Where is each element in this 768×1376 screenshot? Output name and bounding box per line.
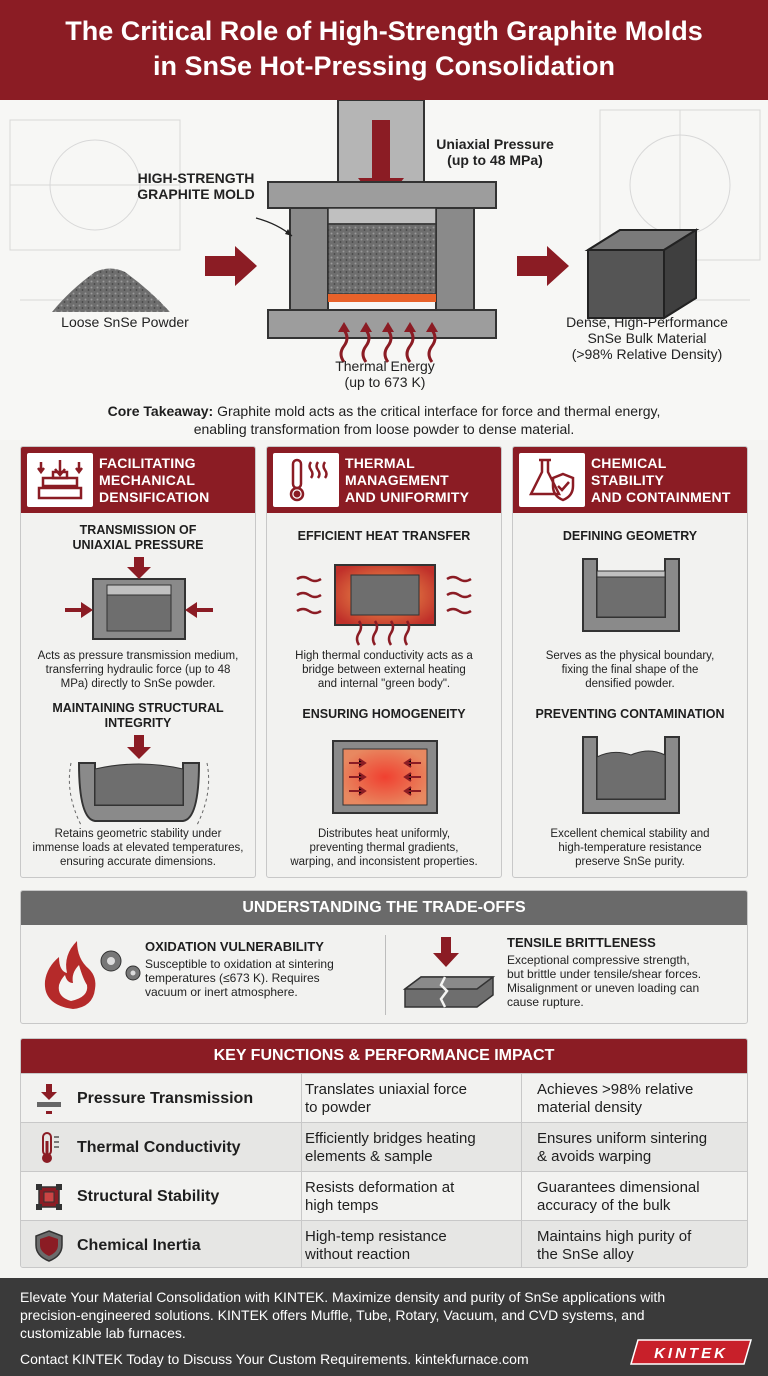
press-icon bbox=[27, 453, 93, 507]
table-row: Pressure Transmission Translates uniaxia… bbox=[21, 1073, 747, 1122]
powder-label: Loose SnSe Powder bbox=[61, 314, 189, 330]
heat-transfer-illustration bbox=[296, 564, 472, 646]
pressure-icon bbox=[21, 1083, 77, 1114]
mold-base-plate bbox=[267, 309, 497, 339]
hot-press-diagram: Uniaxial Pressure(up to 48 MPa) HIGH-STR… bbox=[0, 100, 768, 440]
section-title: PREVENTING CONTAMINATION bbox=[535, 707, 725, 721]
title-line-2: in SnSe Hot-Pressing Consolidation bbox=[152, 51, 616, 81]
section-title: EFFICIENT HEAT TRANSFER bbox=[297, 529, 471, 543]
pressure-transmission-illustration bbox=[65, 557, 213, 640]
thermal-label: Thermal Energy(up to 673 K) bbox=[335, 358, 435, 390]
oxidation-title: OXIDATION VULNERABILITY bbox=[145, 939, 324, 954]
dense-bulk-cube bbox=[584, 228, 700, 320]
contamination-illustration bbox=[582, 736, 680, 814]
column-divider bbox=[521, 1073, 522, 1267]
tradeoffs-divider bbox=[385, 935, 386, 1015]
row-name: Chemical Inertia bbox=[77, 1236, 201, 1254]
section-title: DEFINING GEOMETRY bbox=[562, 529, 698, 543]
column-divider bbox=[301, 1073, 302, 1267]
fracture-icon bbox=[402, 937, 496, 1008]
thermometer-icon bbox=[273, 453, 339, 507]
heating-layer bbox=[328, 294, 436, 302]
brittleness-description: Exceptional compressive strength,but bri… bbox=[507, 953, 702, 1009]
powder-compact bbox=[327, 223, 437, 295]
section-description: Acts as pressure transmission medium,tra… bbox=[37, 650, 239, 690]
row-name: Pressure Transmission bbox=[77, 1089, 254, 1107]
key-functions-title: KEY FUNCTIONS & PERFORMANCE IMPACT bbox=[21, 1039, 747, 1073]
shield-icon bbox=[21, 1229, 77, 1262]
row-impact: Ensures uniform sintering& avoids warpin… bbox=[537, 1129, 708, 1165]
table-row: Structural Stability Resists deformation… bbox=[21, 1171, 747, 1220]
structural-integrity-illustration bbox=[68, 735, 210, 825]
core-takeaway: Core Takeaway: Graphite mold acts as the… bbox=[107, 403, 661, 437]
thermometer-icon bbox=[21, 1131, 77, 1165]
flow-arrow-right bbox=[517, 246, 569, 286]
tradeoffs-panel: UNDERSTANDING THE TRADE-OFFS OXIDATION V… bbox=[20, 890, 748, 1024]
tradeoffs-title: UNDERSTANDING THE TRADE-OFFS bbox=[21, 891, 747, 925]
footer: Elevate Your Material Consolidation with… bbox=[0, 1278, 768, 1376]
mold-wall-right bbox=[435, 207, 475, 311]
kintek-logo[interactable]: KINTEK bbox=[630, 1339, 752, 1365]
row-name: Thermal Conductivity bbox=[77, 1138, 241, 1156]
structure-icon bbox=[21, 1182, 77, 1212]
section-description: Distributes heat uniformly,preventing th… bbox=[290, 828, 478, 868]
flame-icon bbox=[44, 941, 141, 1009]
section-description: Serves as the physical boundary,fixing t… bbox=[545, 650, 715, 690]
mold-top-plate bbox=[267, 181, 497, 209]
mold-wall-left bbox=[289, 207, 329, 311]
logo-text: KINTEK bbox=[654, 1345, 728, 1362]
footer-contact[interactable]: Contact KINTEK Today to Discuss Your Cus… bbox=[20, 1351, 529, 1367]
press-assembly bbox=[52, 100, 700, 363]
key-functions-table: KEY FUNCTIONS & PERFORMANCE IMPACT Press… bbox=[20, 1038, 748, 1268]
defining-geometry-illustration bbox=[582, 558, 680, 632]
section-title: ENSURING HOMOGENEITY bbox=[302, 707, 466, 721]
table-row: Thermal Conductivity Efficiently bridges… bbox=[21, 1122, 747, 1171]
flask-shield-icon bbox=[519, 453, 585, 507]
powder-pile bbox=[52, 268, 170, 312]
row-name: Structural Stability bbox=[77, 1187, 220, 1205]
footer-pitch: Elevate Your Material Consolidation with… bbox=[20, 1289, 666, 1341]
heat-waves bbox=[339, 329, 437, 363]
brittleness-title: TENSILE BRITTLENESS bbox=[507, 935, 656, 950]
page-title: The Critical Role of High-Strength Graph… bbox=[0, 14, 768, 84]
homogeneity-illustration bbox=[332, 740, 438, 814]
title-line-1: The Critical Role of High-Strength Graph… bbox=[65, 16, 703, 46]
flow-arrow-left bbox=[205, 246, 257, 286]
pressure-label: Uniaxial Pressure(up to 48 MPa) bbox=[436, 136, 554, 168]
page-header: The Critical Role of High-Strength Graph… bbox=[0, 0, 768, 100]
